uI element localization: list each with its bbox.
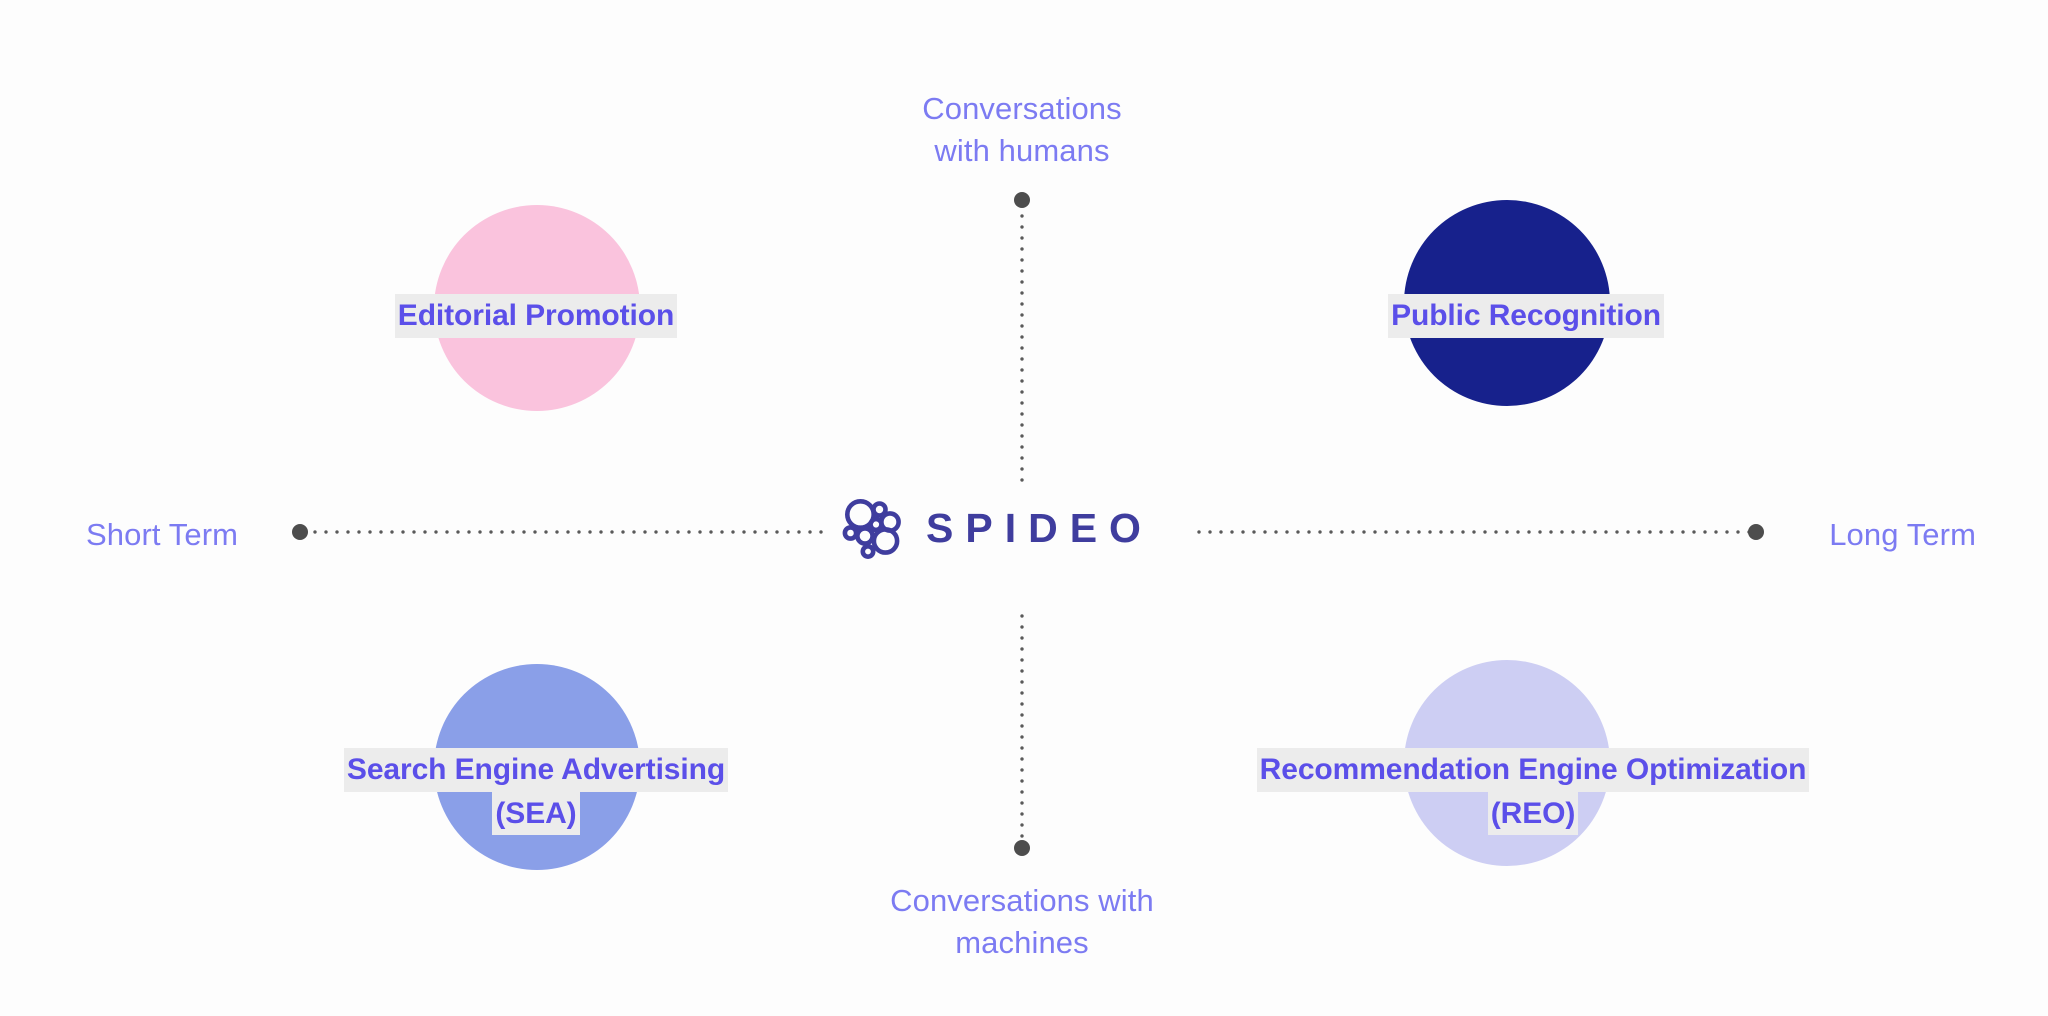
quadrant-label-line1: Public Recognition — [1388, 294, 1664, 338]
axis-label-long-term: Long Term — [1829, 517, 1976, 552]
axis-label-machines-line1: Conversations with — [890, 883, 1154, 918]
quadrant-label-line1: Editorial Promotion — [394, 294, 678, 338]
quadrant-label-line1: Search Engine Advertising — [343, 748, 729, 792]
axis-label-machines-line2: machines — [955, 924, 1089, 960]
quadrant-label-line1: Recommendation Engine Optimization — [1256, 748, 1810, 792]
axis-line-horizontal-right — [1196, 530, 1752, 534]
quadrant-label-recommendation-engine-optimization: Recommendation Engine Optimization (REO) — [1010, 748, 2048, 836]
quadrant-label-editorial-promotion: Editorial Promotion — [200, 294, 872, 338]
quadrant-label-public-recognition: Public Recognition — [1190, 294, 1862, 338]
spideo-bubbles-logo-icon — [842, 499, 901, 559]
axis-label-short-term: Short Term — [86, 517, 239, 552]
axis-endpoint-dot-right — [1748, 524, 1764, 540]
quadrant-label-line2: (SEA) — [492, 791, 580, 836]
axis-line-vertical-top — [1020, 208, 1024, 488]
axis-line-horizontal-left — [308, 530, 828, 534]
axis-label-humans-line1: Conversations — [922, 91, 1122, 126]
axis-line-vertical-bottom — [1020, 608, 1024, 844]
axis-endpoint-dot-top — [1014, 192, 1030, 208]
spideo-logo: SPIDEO — [840, 496, 1153, 560]
axis-label-conversations-with-machines: Conversations with machines — [792, 880, 1252, 963]
quadrant-label-search-engine-advertising: Search Engine Advertising (SEA) — [190, 748, 882, 836]
spideo-wordmark: SPIDEO — [926, 504, 1153, 551]
axis-label-humans-line2: with humans — [934, 132, 1110, 168]
axis-label-conversations-with-humans: Conversations with humans — [792, 88, 1252, 171]
quadrant-label-line2: (REO) — [1487, 791, 1579, 836]
axis-endpoint-dot-bottom — [1014, 840, 1030, 856]
axis-endpoint-dot-left — [292, 524, 308, 540]
